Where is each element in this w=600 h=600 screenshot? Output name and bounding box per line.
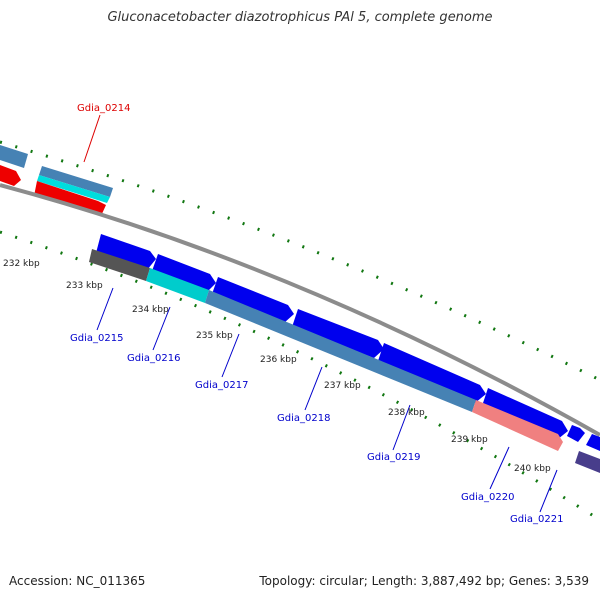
accession-label: Accession: NC_011365 bbox=[9, 574, 146, 588]
gene-0215-forward[interactable] bbox=[96, 234, 156, 270]
scale-tick-label: 240 kbp bbox=[514, 464, 551, 474]
scale-tick-label: 232 kbp bbox=[3, 259, 40, 269]
gene-0215-reverse[interactable] bbox=[89, 249, 150, 281]
gene-label-0218[interactable]: Gdia_0218 bbox=[277, 413, 330, 424]
scale-tick-label: 235 kbp bbox=[196, 331, 233, 341]
gene-label-0220[interactable]: Gdia_0220 bbox=[461, 492, 514, 503]
gene-0216-reverse[interactable] bbox=[146, 268, 209, 303]
callout-line-0220 bbox=[489, 446, 510, 490]
scale-tick-label: 237 kbp bbox=[324, 381, 361, 391]
callout-line-0215 bbox=[96, 287, 114, 331]
genome-backbone bbox=[0, 183, 600, 437]
gene-label-0219[interactable]: Gdia_0219 bbox=[367, 452, 420, 463]
callout-line-0217 bbox=[221, 333, 240, 378]
gene-0214-red-arrow[interactable] bbox=[34, 181, 106, 216]
gene-0219-forward[interactable] bbox=[378, 343, 486, 403]
inner-tick-track bbox=[0, 230, 600, 522]
scale-tick-label: 234 kbp bbox=[132, 305, 169, 315]
scale-tick-label: 236 kbp bbox=[260, 355, 297, 365]
gene-0221-reverse[interactable] bbox=[575, 451, 600, 473]
gene-0220-reverse[interactable] bbox=[472, 400, 563, 451]
gene-label-0217[interactable]: Gdia_0217 bbox=[195, 380, 248, 391]
gene-label-0214[interactable]: Gdia_0214 bbox=[77, 103, 130, 114]
gene-label-0216[interactable]: Gdia_0216 bbox=[127, 353, 180, 364]
genome-stats-label: Topology: circular; Length: 3,887,492 bp… bbox=[259, 574, 589, 588]
gene-fragment-reverse[interactable] bbox=[0, 145, 28, 168]
callout-line-0221 bbox=[539, 469, 558, 513]
scale-tick-label: 233 kbp bbox=[66, 281, 103, 291]
gene-0217-0218-reverse[interactable] bbox=[205, 290, 476, 412]
gene-next-forward[interactable] bbox=[586, 434, 600, 451]
gene-label-0221[interactable]: Gdia_0221 bbox=[510, 514, 563, 525]
gene-0221-forward[interactable] bbox=[567, 425, 585, 442]
callout-line-0219 bbox=[392, 404, 411, 451]
callout-line-0216 bbox=[152, 306, 171, 351]
scale-tick-label: 239 kbp bbox=[451, 435, 488, 445]
gene-0214-top-bar[interactable] bbox=[39, 166, 113, 197]
callout-line-0214 bbox=[83, 114, 101, 163]
callout-line-0218 bbox=[304, 366, 323, 411]
gene-0218-forward[interactable] bbox=[292, 309, 384, 358]
gene-label-0215[interactable]: Gdia_0215 bbox=[70, 333, 123, 344]
scale-tick-label: 238 kbp bbox=[388, 408, 425, 418]
gene-0216-forward[interactable] bbox=[152, 254, 216, 292]
gene-0214-cyan-bar[interactable] bbox=[37, 175, 110, 203]
gene-fragment-red[interactable] bbox=[0, 165, 21, 186]
gene-0217-forward[interactable] bbox=[212, 277, 294, 323]
gene-0220-forward[interactable] bbox=[482, 388, 568, 439]
genome-title: Gluconacetobacter diazotrophicus PAl 5, … bbox=[107, 10, 493, 25]
